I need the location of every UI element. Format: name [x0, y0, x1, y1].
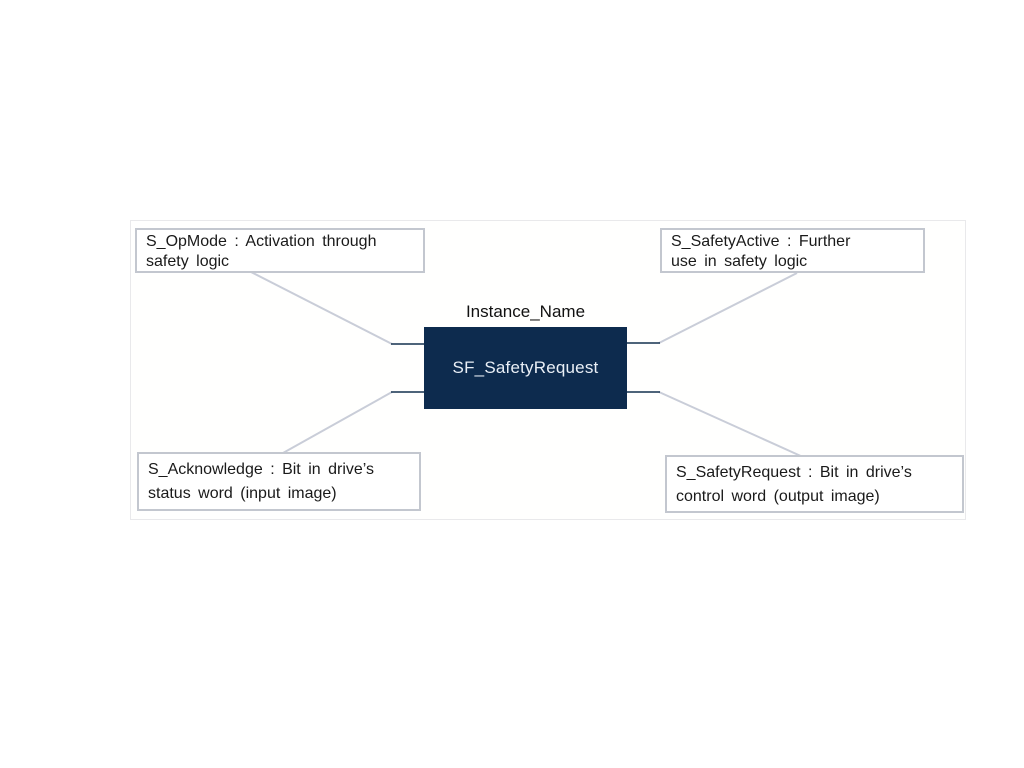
callout-s-safetyrequest: S_SafetyRequest : Bit in drive’s control…	[665, 455, 964, 513]
callout-text-line: use in safety logic	[671, 253, 808, 270]
callout-s-acknowledge: S_Acknowledge : Bit in drive’s status wo…	[137, 452, 421, 511]
instance-name-label: Instance_Name	[465, 302, 586, 321]
callout-text-line: S_Acknowledge : Bit in drive’s	[148, 461, 375, 478]
callout-s-safetyactive: S_SafetyActive : Further use in safety l…	[660, 228, 925, 273]
callout-s-opmode: S_OpMode : Activation through safety log…	[135, 228, 425, 273]
callout-text-line: control word (output image)	[676, 488, 880, 505]
callout-text-line: S_SafetyRequest : Bit in drive’s	[676, 464, 912, 481]
callout-text-line: S_OpMode : Activation through	[146, 233, 377, 250]
function-block: SF_SafetyRequest	[424, 327, 627, 409]
function-block-name: SF_SafetyRequest	[452, 358, 599, 377]
callout-text-line: S_SafetyActive : Further	[671, 233, 851, 250]
callout-text-line: safety logic	[146, 253, 230, 270]
callout-text-line: status word (input image)	[148, 485, 337, 502]
